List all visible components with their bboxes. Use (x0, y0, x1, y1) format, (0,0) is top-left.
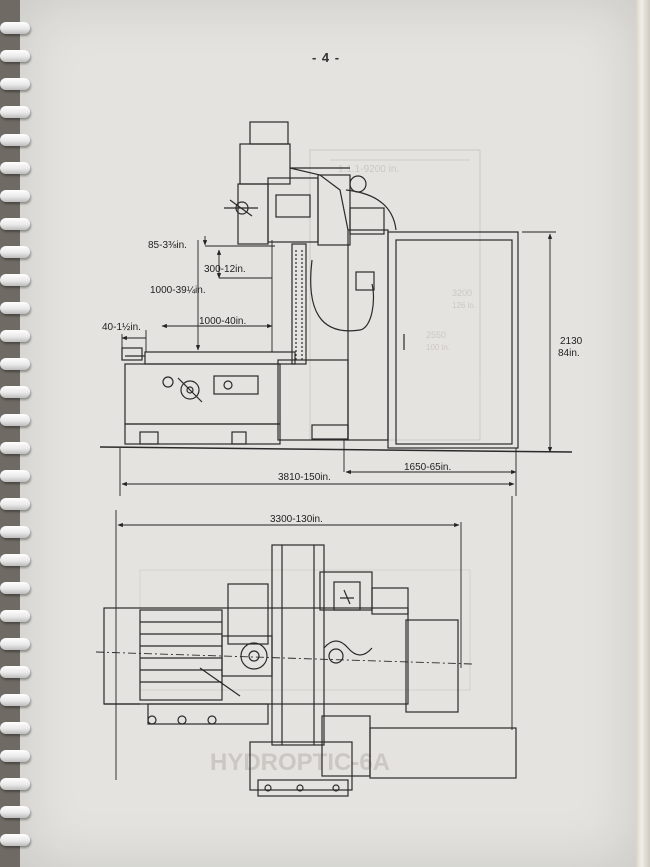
binding-coil (0, 274, 30, 286)
spiral-binding (0, 0, 34, 867)
side-dimension-lines (115, 231, 556, 780)
dimension-label: 300-12in. (204, 264, 246, 275)
binding-coil (0, 526, 30, 538)
binding-coil (0, 50, 30, 62)
binding-coil (0, 246, 30, 258)
binding-coil (0, 834, 30, 846)
dimension-label: 3810-150in. (278, 472, 331, 483)
bleed-dimension: 3200 (452, 288, 472, 298)
binding-coil (0, 106, 30, 118)
dimension-label: 3300-130in. (270, 514, 323, 525)
bleed-through-layer: 1.1.1-9200 in. 3200 126 in. 2550 100 in.… (139, 149, 481, 776)
binding-coil (0, 470, 30, 482)
binding-coil (0, 666, 30, 678)
document-page (20, 0, 638, 867)
binding-coil (0, 22, 30, 34)
binding-coil (0, 358, 30, 370)
bleed-dimension: 2550 (426, 330, 446, 340)
binding-coil (0, 442, 30, 454)
binding-coil (0, 78, 30, 90)
side-elevation-view (99, 121, 573, 453)
bleed-model-name: HYDROPTIC-6A (210, 749, 390, 776)
binding-coil (0, 722, 30, 734)
dimension-label: 1000-40in. (199, 316, 246, 327)
binding-coil (0, 302, 30, 314)
bleed-dimension: 126 in. (452, 301, 476, 310)
binding-coil (0, 162, 30, 174)
binding-coil (0, 806, 30, 818)
binding-coil (0, 414, 30, 426)
bleed-dimension: 100 in. (426, 343, 450, 352)
binding-coil (0, 498, 30, 510)
dimension-label: 1000-39¼in. (150, 284, 206, 296)
binding-coil (0, 638, 30, 650)
binding-coil (0, 582, 30, 594)
plan-view (95, 544, 517, 797)
binding-coil (0, 778, 30, 790)
binding-coil (0, 750, 30, 762)
page-number: - 4 - (311, 50, 341, 65)
binding-coil (0, 218, 30, 230)
dimension-label: 1650-65in. (404, 462, 451, 473)
bleed-dimension: 1.1.1-9200 in. (338, 164, 399, 175)
dimension-label: 84in. (558, 348, 580, 359)
binding-coil (0, 330, 30, 342)
binding-coil (0, 386, 30, 398)
binding-coil (0, 610, 30, 622)
binding-coil (0, 190, 30, 202)
next-page-edge (636, 0, 650, 867)
binding-coil (0, 134, 30, 146)
binding-coil (0, 554, 30, 566)
dimension-label: 40-1½in. (102, 322, 141, 333)
dimension-label: 2130 (560, 336, 583, 347)
binding-coil (0, 694, 30, 706)
dimension-label: 85-3⅜in. (148, 240, 187, 251)
